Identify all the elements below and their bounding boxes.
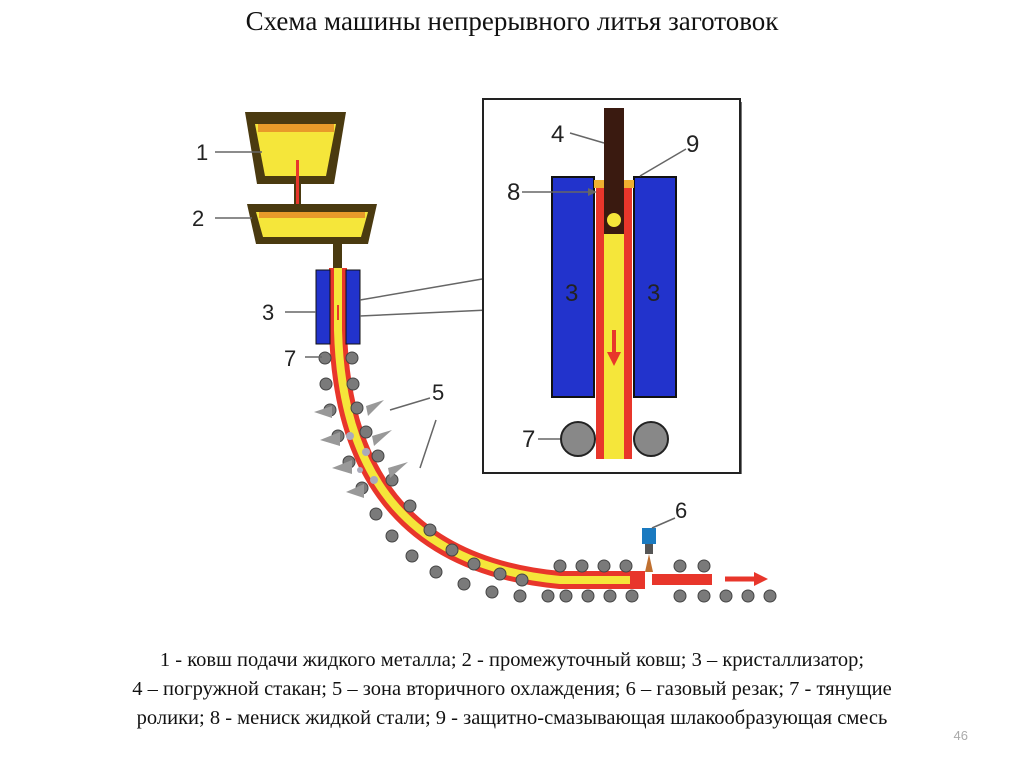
roller <box>457 577 471 591</box>
roller <box>405 549 419 563</box>
support-rollers <box>318 351 777 603</box>
roller <box>719 589 733 603</box>
legend: 1 - ковш подачи жидкого металла; 2 - про… <box>20 646 1004 733</box>
roller <box>319 377 333 391</box>
roller <box>553 559 567 573</box>
roller <box>673 589 687 603</box>
roller <box>369 507 383 521</box>
label-1: 1 <box>196 140 208 165</box>
roller <box>697 589 711 603</box>
roller <box>346 377 360 391</box>
roller <box>359 425 373 439</box>
roller <box>515 573 529 587</box>
roller <box>541 589 555 603</box>
tundish-2 <box>247 204 377 274</box>
label-6: 6 <box>675 498 687 523</box>
gas-cutter-6 <box>642 528 656 572</box>
roller <box>318 351 332 365</box>
page-number: 46 <box>953 728 968 743</box>
roller <box>429 565 443 579</box>
roller <box>619 559 633 573</box>
roller <box>493 567 507 581</box>
inset-label-3b: 3 <box>647 280 660 307</box>
roller <box>403 499 417 513</box>
roller <box>581 589 595 603</box>
roller <box>350 401 364 415</box>
roller <box>513 589 527 603</box>
ladle-1 <box>245 112 346 234</box>
roller <box>385 529 399 543</box>
roller <box>345 351 359 365</box>
inset-label-8: 8 <box>507 179 520 206</box>
roller <box>485 585 499 599</box>
roller <box>697 559 711 573</box>
roller <box>625 589 639 603</box>
inset-label-4: 4 <box>551 121 564 148</box>
roller <box>445 543 459 557</box>
leader-lines <box>215 151 676 529</box>
roller <box>575 559 589 573</box>
roller <box>603 589 617 603</box>
mould-3 <box>315 269 361 345</box>
roller <box>741 589 755 603</box>
roller <box>423 523 437 537</box>
label-3: 3 <box>262 300 274 325</box>
roller <box>597 559 611 573</box>
label-2: 2 <box>192 206 204 231</box>
roller <box>673 559 687 573</box>
inset-label-7: 7 <box>522 426 535 453</box>
legend-line: 1 - ковш подачи жидкого металла; 2 - про… <box>159 649 865 671</box>
legend-line: ролики; 8 - мениск жидкой стали; 9 - защ… <box>136 707 888 729</box>
legend-line: 4 – погружной стакан; 5 – зона вторичног… <box>132 678 892 700</box>
inset-detail <box>482 98 742 474</box>
label-7: 7 <box>284 346 296 371</box>
slide-title: Схема машины непрерывного литья заготово… <box>245 6 779 36</box>
strand <box>329 268 768 589</box>
roller <box>371 449 385 463</box>
label-5: 5 <box>432 380 444 405</box>
roller <box>559 589 573 603</box>
roller <box>763 589 777 603</box>
inset-label-9: 9 <box>686 131 699 158</box>
spray-nozzles <box>314 400 408 498</box>
inset-label-3a: 3 <box>565 280 578 307</box>
roller <box>467 557 481 571</box>
